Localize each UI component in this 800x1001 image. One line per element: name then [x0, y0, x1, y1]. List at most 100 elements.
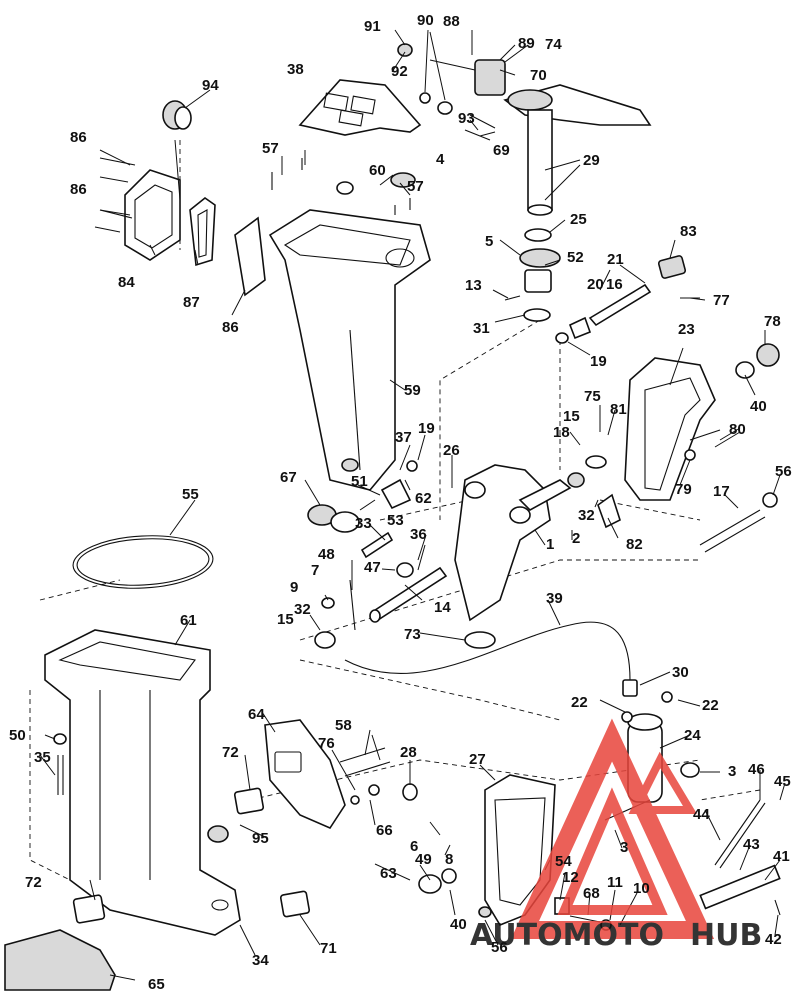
top-hardware	[271, 43, 561, 322]
callout-63: 63	[380, 865, 397, 882]
callout-57a: 57	[262, 140, 279, 157]
callout-79: 79	[675, 481, 692, 498]
callout-70: 70	[530, 67, 547, 84]
callout-74: 74	[545, 36, 562, 53]
assembly-guide-lines	[29, 140, 761, 881]
automotohub-watermark: AUTOMOTO HUB	[470, 718, 762, 953]
callout-51: 51	[351, 473, 368, 490]
callout-26: 26	[443, 442, 460, 459]
callout-30: 30	[672, 664, 689, 681]
callout-11: 11	[607, 874, 623, 891]
callout-57b: 57	[407, 178, 424, 195]
part-39-cable	[344, 621, 638, 697]
callout-39: 39	[546, 590, 563, 607]
part-59-housing	[268, 209, 431, 491]
callout-32a: 32	[578, 507, 595, 524]
callout-73: 73	[404, 626, 421, 643]
callout-95: 95	[252, 830, 269, 847]
part-29-steering-arm	[503, 84, 652, 216]
part-23-clamp-bracket	[624, 343, 780, 508]
part-84-cover	[124, 169, 181, 261]
part-17-rod	[597, 493, 766, 553]
callout-72a: 72	[222, 744, 239, 761]
callout-82: 82	[626, 536, 643, 553]
callout-1: 1	[546, 536, 554, 553]
callout-31: 31	[473, 320, 490, 337]
callout-56b: 56	[491, 939, 508, 956]
part-86-gasket	[234, 216, 266, 297]
callout-15a: 15	[277, 611, 294, 628]
callout-29: 29	[583, 152, 600, 169]
callout-83: 83	[680, 223, 697, 240]
callout-67: 67	[280, 469, 297, 486]
callout-7: 7	[311, 562, 319, 579]
callout-61: 61	[180, 612, 197, 629]
callout-38: 38	[287, 61, 304, 78]
callout-48: 48	[318, 546, 335, 563]
part-65-cover	[4, 929, 116, 991]
part-14-tube	[369, 566, 448, 623]
callout-9: 9	[290, 579, 298, 596]
callout-35: 35	[34, 749, 51, 766]
part-21-tube	[555, 255, 700, 344]
callout-47: 47	[364, 559, 381, 576]
callout-8: 8	[445, 851, 453, 868]
callout-69: 69	[493, 142, 510, 159]
callout-labels: 1 2 3 3 4 5 6 7 8 9 10 11 12 13 14 15 15…	[9, 12, 792, 993]
callout-58: 58	[335, 717, 352, 734]
callout-43: 43	[743, 836, 760, 853]
callout-76: 76	[318, 735, 335, 752]
callout-19b: 19	[418, 420, 435, 437]
callout-13: 13	[465, 277, 482, 294]
callout-20-16: 20	[587, 276, 604, 293]
callout-89: 89	[518, 35, 535, 52]
callout-80: 80	[729, 421, 746, 438]
callout-40a: 40	[750, 398, 767, 415]
part-61-lower-housing	[44, 629, 241, 936]
callout-66: 66	[376, 822, 393, 839]
callout-18: 18	[553, 424, 570, 441]
part-94-grommet	[162, 100, 192, 130]
callout-12: 12	[562, 869, 579, 886]
callout-25: 25	[570, 211, 587, 228]
callout-40b: 40	[450, 916, 467, 933]
callout-65: 65	[148, 976, 165, 993]
callout-88: 88	[443, 13, 460, 30]
watermark-text-automoto: AUTOMOTO	[470, 918, 664, 953]
callout-44: 44	[693, 806, 710, 823]
callout-52: 52	[567, 249, 584, 266]
callout-23: 23	[678, 321, 695, 338]
part-38-gasket	[298, 79, 422, 136]
callout-28: 28	[400, 744, 417, 761]
callout-68: 68	[583, 885, 600, 902]
callout-33: 33	[355, 515, 372, 532]
part-64-bracket	[264, 719, 418, 830]
callout-72b: 72	[25, 874, 42, 891]
callout-3b: 3	[620, 839, 628, 856]
callout-81: 81	[610, 401, 627, 418]
callout-21: 21	[607, 251, 624, 268]
callout-93: 93	[458, 110, 475, 127]
callout-50: 50	[9, 727, 26, 744]
callout-5: 5	[485, 233, 493, 250]
callout-94: 94	[202, 77, 219, 94]
callout-32b: 32	[294, 601, 311, 618]
callout-4: 4	[436, 151, 445, 168]
callout-2: 2	[572, 530, 580, 547]
callout-22a: 22	[571, 694, 588, 711]
callout-77: 77	[713, 292, 730, 309]
callout-92: 92	[391, 63, 408, 80]
callout-22b: 22	[702, 697, 719, 714]
callout-49: 49	[415, 851, 432, 868]
callout-75: 75	[584, 388, 601, 405]
callout-90: 90	[417, 12, 434, 29]
callout-34: 34	[252, 952, 269, 969]
callout-71: 71	[320, 940, 337, 957]
callout-10: 10	[633, 880, 650, 897]
callout-60: 60	[369, 162, 386, 179]
callout-15b: 15	[563, 408, 580, 425]
callout-59: 59	[404, 382, 421, 399]
callout-36: 36	[410, 526, 427, 543]
